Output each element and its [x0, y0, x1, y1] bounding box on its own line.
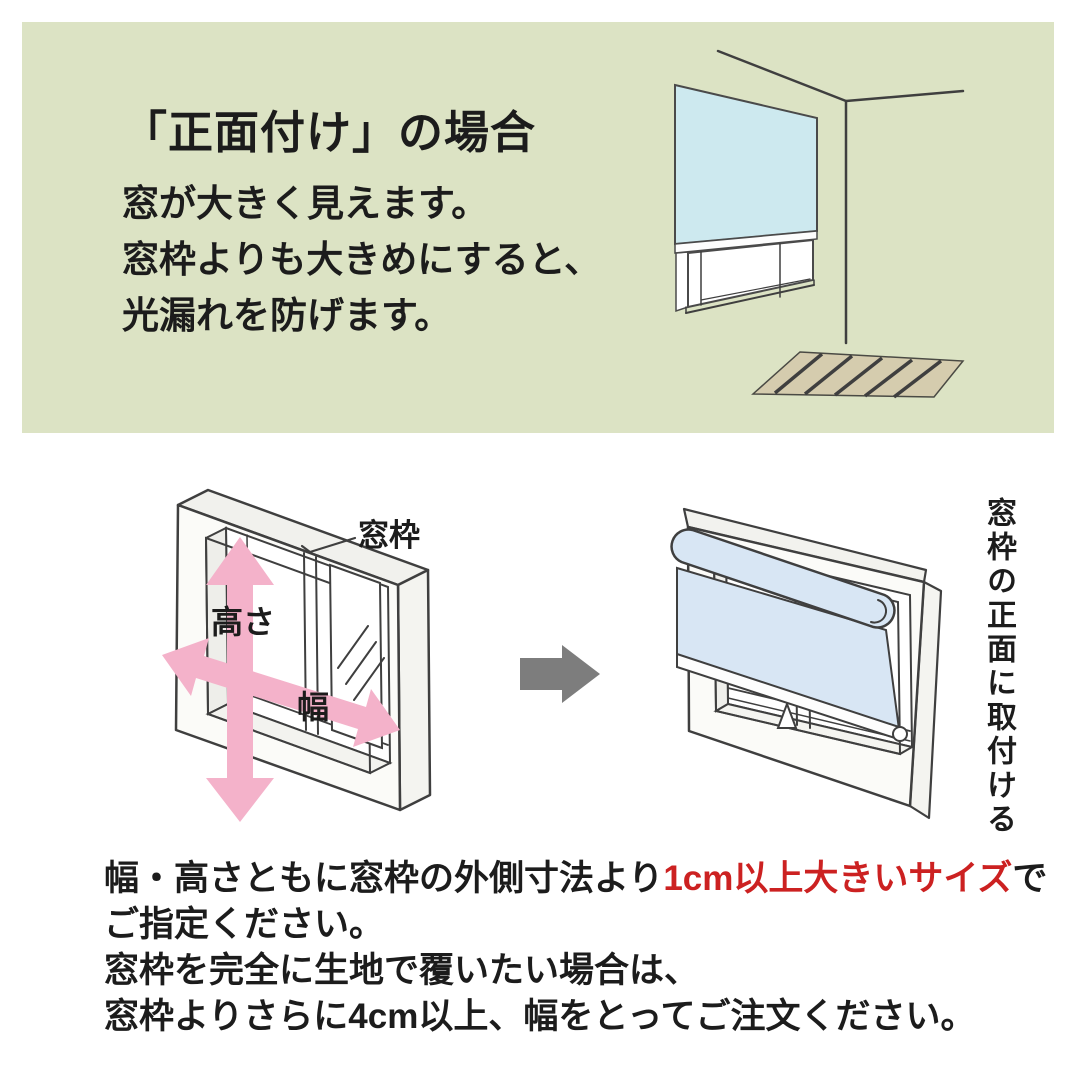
footer-line-2: ご指定ください。: [104, 905, 385, 944]
width-label: 幅: [297, 689, 329, 725]
height-label: 高さ: [211, 604, 275, 640]
intro-line-3: 光漏れを防げます。: [122, 295, 452, 336]
intro-line-2: 窓枠よりも大きめにすると、: [122, 239, 602, 280]
bottom-bar-end-cap: [892, 726, 908, 742]
blind-mounted-diagram: [670, 507, 943, 820]
transition-arrow: [520, 645, 600, 703]
roller-tube-end-detail: [870, 599, 888, 624]
footer-line-1: 幅・高さともに窓枠の外側寸法より1cm以上大きいサイズで: [104, 856, 1047, 902]
room-blind-bottom-bar: [674, 230, 818, 254]
intro-title: 「正面付け」の場合: [122, 107, 537, 158]
footer-line1-prefix: 幅・高さともに窓枠の外側寸法より: [104, 859, 664, 898]
mount-note-vertical: 窓枠の正面に取付ける: [982, 497, 1015, 837]
width-arrow-icon: [162, 638, 400, 747]
room-illustration: [674, 49, 965, 399]
frame-pointer-line: [300, 536, 357, 554]
window-latch-icon: [776, 701, 798, 729]
footer-note: 幅・高さともに窓枠の外側寸法より1cm以上大きいサイズで ご指定ください。 窓枠…: [104, 856, 1047, 1040]
footer-line1-highlight: 1cm以上大きいサイズ: [663, 859, 1013, 898]
room-roller-blind: [674, 83, 818, 254]
ceiling-line: [716, 49, 965, 103]
footer-line-3: 窓枠を完全に生地で覆いたい場合は、: [104, 951, 700, 990]
room-window: [675, 238, 815, 314]
footer-line1-suffix: で: [1012, 859, 1048, 898]
wood-floor: [751, 351, 965, 399]
footer-line-4: 窓枠よりさらに4cm以上、幅をとってご注文ください。: [104, 997, 976, 1036]
right-arrow-icon: [520, 645, 600, 703]
intro-line-1: 窓が大きく見えます。: [122, 183, 489, 224]
window-frame-diagram: 高さ 幅 窓枠: [162, 488, 432, 822]
frame-label: 窓枠: [358, 518, 420, 553]
intro-text: 窓が大きく見えます。 窓枠よりも大きめにすると、 光漏れを防げます。: [122, 176, 601, 344]
roller-tube: [670, 528, 896, 629]
